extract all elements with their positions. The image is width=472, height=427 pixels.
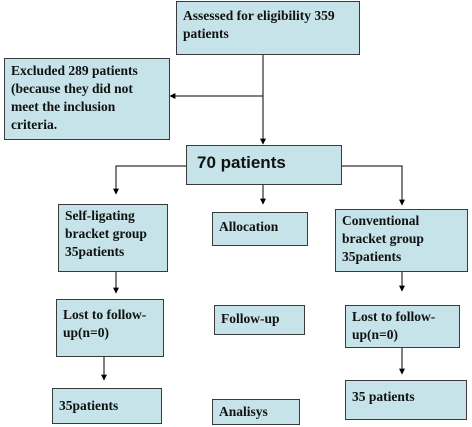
final-right-box: 35 patients — [345, 380, 467, 420]
lost-followup-right-box: Lost to follow- up(n=0) — [345, 305, 460, 348]
final-left-box: 35patients — [52, 388, 162, 424]
excluded-box: Excluded 289 patients (because they did … — [4, 58, 170, 140]
allocation-box: Allocation — [212, 212, 308, 246]
conventional-box: Conventional bracket group 35patients — [335, 209, 468, 272]
analysis-box: Analisys — [212, 399, 300, 425]
self-ligating-box: Self-ligating bracket group 35patients — [58, 204, 168, 272]
followup-box: Follow-up — [214, 305, 305, 335]
split-right — [342, 165, 405, 206]
total-patients-box: 70 patients — [186, 145, 342, 185]
assessed-box: Assessed for eligibility 359 patients — [176, 1, 360, 55]
lost-followup-left-box: Lost to follow- up(n=0) — [56, 299, 164, 357]
split-left — [113, 165, 186, 195]
